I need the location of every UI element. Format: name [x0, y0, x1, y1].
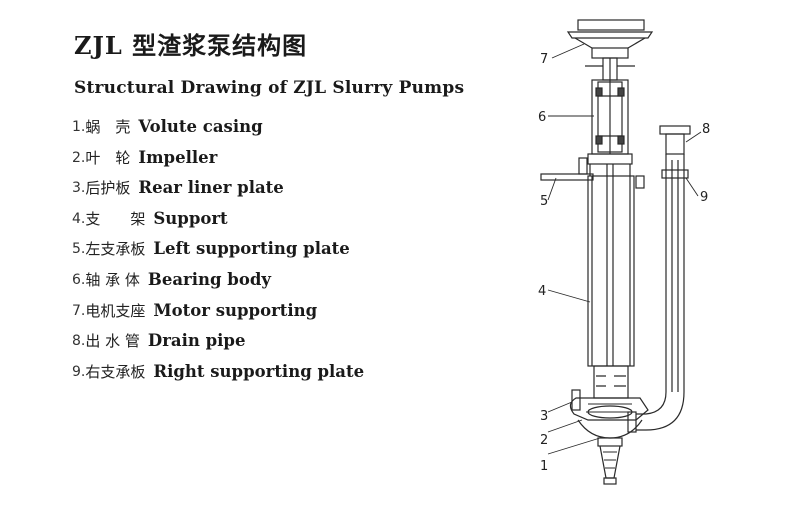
- callout-9: 9: [700, 190, 708, 205]
- legend-number: 4.: [72, 210, 86, 227]
- legend-chinese-label: 后护板: [85, 179, 131, 198]
- legend-english-label: Bearing body: [147, 269, 271, 289]
- legend-chinese-label: 出 水 管: [85, 332, 140, 351]
- callout-2: 2: [540, 433, 548, 448]
- legend-item-left-supporting-plate: 5.左支承板 Left supporting plate: [72, 234, 364, 265]
- support-column-drawing: [587, 164, 645, 367]
- legend-number: 1.: [72, 119, 86, 135]
- legend-chinese-label: 蜗 壳: [85, 118, 131, 136]
- callout-6: 6: [538, 110, 546, 125]
- callout-5: 5: [540, 194, 548, 209]
- legend-number: 2.: [72, 149, 86, 166]
- page-subtitle: Structural Drawing of ZJL Slurry Pumps: [74, 78, 465, 98]
- legend-number: 7.: [72, 302, 86, 319]
- legend-number: 3.: [72, 180, 86, 197]
- callout-7: 7: [540, 52, 548, 67]
- legend-chinese-label: 轴 承 体: [85, 270, 140, 289]
- legend-english-label: Drain pipe: [147, 331, 246, 351]
- legend-number: 6.: [72, 271, 86, 288]
- drain-pipe-drawing: [627, 125, 691, 433]
- legend-english-label: Volute casing: [138, 117, 263, 136]
- left-supporting-plate-drawing: [540, 153, 633, 181]
- legend-chinese-label: 左支承板: [85, 240, 146, 259]
- legend-item-support: 4.支 架 Support: [72, 204, 364, 235]
- legend-english-label: Right supporting plate: [153, 361, 365, 381]
- legend-number: 9.: [72, 363, 86, 380]
- volute-casing-drawing: [569, 365, 649, 485]
- legend-item-rear-liner-plate: 3.后护板 Rear liner plate: [72, 173, 364, 204]
- legend-item-bearing-body: 6.轴 承 体 Bearing body: [72, 265, 364, 296]
- legend-number: 8.: [72, 333, 86, 350]
- legend-chinese-label: 右支承板: [85, 362, 146, 381]
- legend-item-impeller: 2.叶 轮 Impeller: [72, 143, 364, 174]
- page-title: ZJL 型渣浆泵结构图: [74, 31, 308, 60]
- callout-1: 1: [540, 459, 548, 474]
- callout-4: 4: [538, 284, 546, 299]
- callout-8: 8: [702, 122, 710, 137]
- legend-item-right-supporting-plate: 9.右支承板 Right supporting plate: [72, 357, 364, 388]
- legend-english-label: Left supporting plate: [153, 239, 350, 259]
- legend-item-drain-pipe: 8.出 水 管 Drain pipe: [72, 326, 364, 357]
- legend-chinese-label: 叶 轮: [85, 148, 131, 167]
- bearing-body-drawing: [591, 79, 629, 155]
- legend-chinese-label: 支 架: [85, 209, 146, 228]
- legend-item-volute-casing: 1.蜗 壳 Volute casing: [72, 112, 364, 143]
- legend-chinese-label: 电机支座: [85, 301, 146, 320]
- motor-support-drawing: [566, 19, 654, 81]
- legend-item-motor-supporting: 7.电机支座 Motor supporting: [72, 296, 364, 327]
- legend-english-label: Support: [153, 208, 228, 228]
- legend-english-label: Impeller: [138, 147, 218, 167]
- legend-number: 5.: [72, 241, 86, 258]
- callout-3: 3: [540, 409, 548, 424]
- legend-english-label: Motor supporting: [153, 300, 318, 320]
- parts-legend: 1.蜗 壳 Volute casing 2.叶 轮 Impeller 3.后护板 Re…: [72, 112, 364, 387]
- leader-lines: [547, 43, 702, 455]
- legend-english-label: Rear liner plate: [138, 178, 284, 198]
